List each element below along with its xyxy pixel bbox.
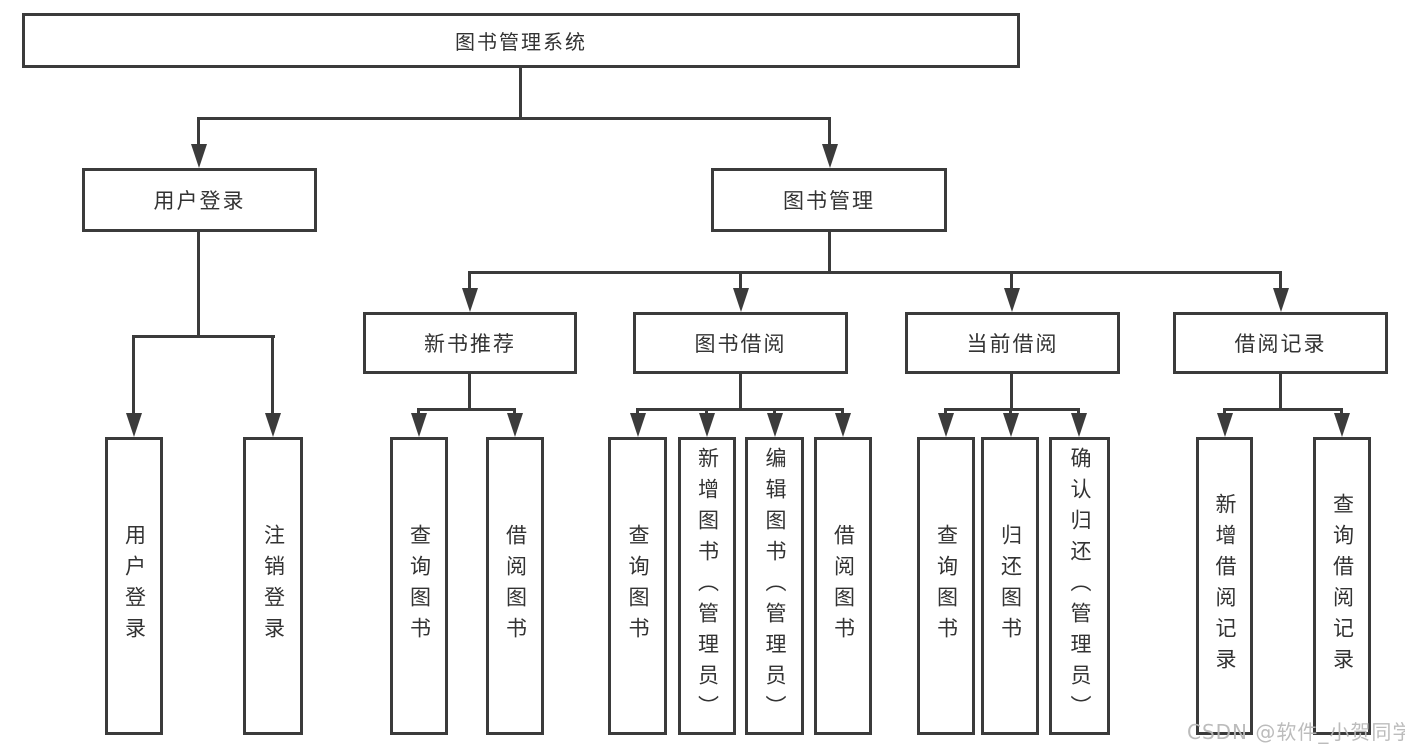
connector-drop-new-book <box>468 271 471 293</box>
arrow-bb-edit-icon <box>767 413 783 437</box>
connector-drop-leaf-logout <box>271 335 274 416</box>
leaf-bb-edit-books-admin: 编辑图书（管理员） <box>745 437 804 735</box>
connector-drop-book-management <box>828 117 831 147</box>
leaf-cb-query-books: 查询图书 <box>917 437 975 735</box>
connector-user-login-stem <box>197 232 200 335</box>
connector-book-management-stem <box>828 232 831 271</box>
node-current-borrow: 当前借阅 <box>905 312 1120 374</box>
arrow-to-current-borrow-icon <box>1004 288 1020 312</box>
connector-drop-bb-edit <box>773 408 776 417</box>
connector-level3-crossbar <box>468 271 1282 274</box>
connector-drop-nb-query <box>417 408 420 417</box>
connector-drop-leaf-user-login <box>132 335 135 416</box>
arrow-cb-query-icon <box>938 413 954 437</box>
leaf-bb-query-books: 查询图书 <box>608 437 667 735</box>
connector-root-stem <box>519 68 522 117</box>
connector-drop-cb-confirm <box>1077 408 1080 417</box>
connector-level2-crossbar <box>197 117 831 120</box>
node-book-borrow: 图书借阅 <box>633 312 848 374</box>
connector-drop-bb-query <box>636 408 639 417</box>
arrow-to-leaf-logout-icon <box>265 413 281 437</box>
arrow-cb-confirm-icon <box>1071 413 1087 437</box>
connector-drop-cb-return <box>1009 408 1012 417</box>
arrow-to-book-management-icon <box>822 144 838 168</box>
arrow-bb-query-icon <box>630 413 646 437</box>
arrow-nb-borrow-icon <box>507 413 523 437</box>
connector-current-borrow-crossbar <box>944 408 1080 411</box>
connector-drop-bb-add <box>705 408 708 417</box>
connector-drop-br-query <box>1340 408 1343 417</box>
leaf-nb-query-books: 查询图书 <box>390 437 448 735</box>
arrow-to-new-book-icon <box>462 288 478 312</box>
connector-borrow-record-crossbar <box>1223 408 1343 411</box>
node-user-login: 用户登录 <box>82 168 317 232</box>
arrow-bb-borrow-icon <box>835 413 851 437</box>
leaf-br-query-record: 查询借阅记录 <box>1313 437 1371 735</box>
leaf-bb-borrow-books: 借阅图书 <box>814 437 872 735</box>
connector-current-borrow-stem <box>1010 374 1013 408</box>
connector-user-login-crossbar <box>132 335 275 338</box>
connector-drop-bb-borrow <box>841 408 844 417</box>
arrow-nb-query-icon <box>411 413 427 437</box>
connector-book-borrow-stem <box>739 374 742 408</box>
leaf-nb-borrow-books: 借阅图书 <box>486 437 544 735</box>
node-borrow-record: 借阅记录 <box>1173 312 1388 374</box>
leaf-bb-add-books-admin: 新增图书（管理员） <box>678 437 736 735</box>
connector-drop-nb-borrow <box>513 408 516 417</box>
connector-drop-book-borrow <box>739 271 742 293</box>
arrow-to-leaf-user-login-icon <box>126 413 142 437</box>
csdn-watermark: CSDN @软件_小贺同学 <box>1187 720 1405 744</box>
connector-new-book-crossbar <box>417 408 516 411</box>
arrow-cb-return-icon <box>1003 413 1019 437</box>
connector-drop-user-login <box>197 117 200 147</box>
connector-book-borrow-crossbar <box>636 408 844 411</box>
arrow-br-query-icon <box>1334 413 1350 437</box>
connector-drop-br-add <box>1223 408 1226 417</box>
leaf-user-login: 用户登录 <box>105 437 163 735</box>
arrow-to-user-login-icon <box>191 144 207 168</box>
leaf-br-add-record: 新增借阅记录 <box>1196 437 1253 735</box>
leaf-logout: 注销登录 <box>243 437 303 735</box>
node-book-management: 图书管理 <box>711 168 947 232</box>
leaf-cb-return-books: 归还图书 <box>981 437 1039 735</box>
node-library-management-system: 图书管理系统 <box>22 13 1020 68</box>
connector-new-book-stem <box>468 374 471 408</box>
connector-drop-cb-query <box>944 408 947 417</box>
connector-drop-current-borrow <box>1010 271 1013 293</box>
connector-borrow-record-stem <box>1279 374 1282 408</box>
arrow-br-add-icon <box>1217 413 1233 437</box>
arrow-bb-add-icon <box>699 413 715 437</box>
connector-drop-borrow-record <box>1279 271 1282 293</box>
node-new-book-recommend: 新书推荐 <box>363 312 577 374</box>
leaf-cb-confirm-return-admin: 确认归还（管理员） <box>1049 437 1110 735</box>
arrow-to-book-borrow-icon <box>733 288 749 312</box>
arrow-to-borrow-record-icon <box>1273 288 1289 312</box>
